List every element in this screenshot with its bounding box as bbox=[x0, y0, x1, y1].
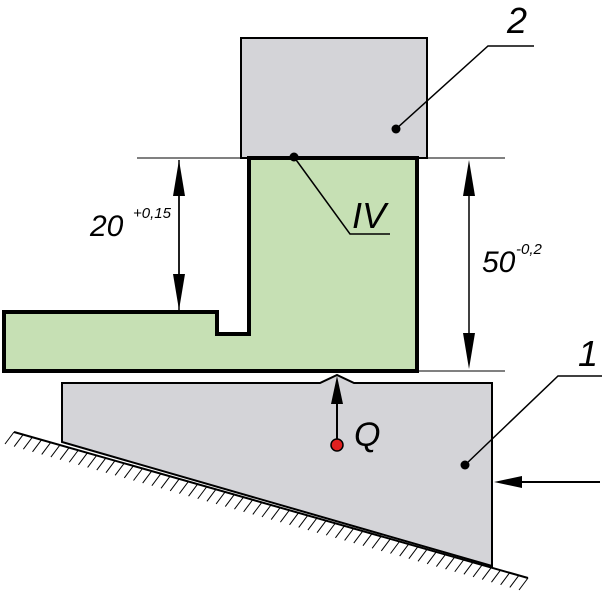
dimension-arrow-top-50 bbox=[463, 160, 475, 196]
hatch-tick bbox=[261, 504, 272, 518]
hatch-tick bbox=[123, 465, 134, 479]
ground-hatching bbox=[4, 431, 529, 591]
hatch-tick bbox=[32, 439, 42, 453]
clamp-block bbox=[240, 37, 428, 159]
dimension-tolerance-20: +0,15 bbox=[133, 205, 172, 222]
hatch-tick bbox=[151, 473, 162, 487]
hatch-tick bbox=[114, 462, 125, 476]
push-arrow-head bbox=[494, 476, 522, 488]
force-label: Q bbox=[354, 416, 380, 454]
hatch-tick bbox=[234, 496, 244, 510]
extension-lines bbox=[137, 157, 505, 372]
hatch-tick bbox=[197, 486, 208, 500]
hatch-tick bbox=[41, 442, 52, 455]
leader-dot-1 bbox=[460, 460, 470, 470]
hatch-tick bbox=[270, 507, 281, 520]
hatch-tick bbox=[279, 509, 290, 523]
force-arrow-head bbox=[331, 376, 343, 404]
force-point-marker bbox=[330, 438, 344, 452]
leader-dot-2 bbox=[391, 124, 401, 134]
hatch-tick bbox=[408, 546, 419, 560]
hatch-tick bbox=[215, 491, 226, 505]
workpiece bbox=[2, 156, 419, 373]
leader-label-2: 2 bbox=[506, 0, 527, 41]
hatch-tick bbox=[87, 455, 98, 468]
hatch-tick bbox=[362, 533, 373, 546]
dimension-value-50: 50 bbox=[482, 246, 516, 279]
hatch-tick bbox=[353, 530, 364, 544]
hatch-tick bbox=[160, 476, 171, 489]
dimension-tolerance-50: -0,2 bbox=[516, 241, 543, 258]
leader-dot-iv bbox=[289, 152, 299, 162]
hatch-tick bbox=[4, 431, 15, 445]
hatch-tick bbox=[380, 538, 391, 552]
hatch-tick bbox=[206, 489, 217, 502]
hatch-tick bbox=[13, 434, 24, 447]
dimension-value-20: 20 bbox=[89, 210, 124, 243]
hatch-tick bbox=[289, 512, 299, 526]
hatch-tick bbox=[518, 577, 529, 591]
hatch-tick bbox=[344, 528, 355, 541]
hatch-tick bbox=[59, 447, 70, 460]
hatch-tick bbox=[50, 444, 61, 458]
hatch-tick bbox=[307, 517, 318, 531]
hatch-tick bbox=[316, 520, 327, 533]
hatch-tick bbox=[142, 470, 153, 484]
leader-lines bbox=[293, 45, 602, 466]
hatch-tick bbox=[435, 554, 446, 567]
hatch-tick bbox=[22, 436, 33, 450]
hatch-tick bbox=[243, 499, 254, 513]
hatch-tick bbox=[509, 575, 520, 588]
hatch-tick bbox=[500, 572, 511, 586]
hatch-tick bbox=[399, 543, 410, 557]
hatch-tick bbox=[463, 562, 474, 575]
leader-label-1: 1 bbox=[578, 333, 598, 374]
hatch-tick bbox=[417, 549, 428, 562]
hatch-tick bbox=[105, 460, 116, 473]
hatch-tick bbox=[68, 449, 79, 463]
hatch-tick bbox=[298, 515, 309, 528]
hatch-tick bbox=[78, 452, 88, 466]
hatch-tick bbox=[325, 522, 336, 536]
hatch-tick bbox=[426, 551, 437, 565]
hatch-tick bbox=[481, 567, 492, 580]
hatch-tick bbox=[224, 494, 235, 507]
hatch-tick bbox=[491, 569, 501, 583]
hatch-tick bbox=[390, 541, 400, 554]
hatch-tick bbox=[335, 525, 345, 539]
wedge-support bbox=[61, 373, 493, 568]
hatch-tick bbox=[454, 559, 465, 573]
hatch-tick bbox=[252, 502, 263, 515]
dimension-arrow-bottom-20 bbox=[173, 274, 185, 310]
dimension-arrow-bottom-50 bbox=[463, 333, 475, 369]
hatch-tick bbox=[178, 481, 189, 494]
surface-label: IV bbox=[352, 195, 389, 236]
hatch-tick bbox=[472, 564, 483, 578]
hatch-tick bbox=[133, 468, 143, 481]
hatch-tick bbox=[371, 535, 382, 549]
hatch-tick bbox=[169, 478, 180, 492]
hatch-tick bbox=[445, 556, 455, 570]
hatch-tick bbox=[96, 457, 107, 471]
dimension-arrow-top-20 bbox=[173, 160, 185, 196]
hatch-tick bbox=[188, 483, 198, 497]
